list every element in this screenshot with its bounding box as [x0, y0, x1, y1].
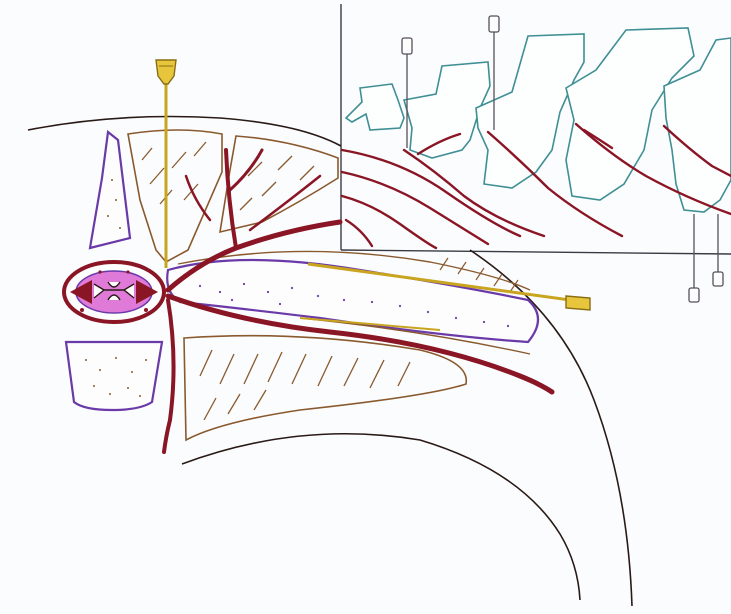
dot — [219, 291, 221, 293]
dot — [231, 299, 233, 301]
dot — [139, 395, 141, 397]
dot — [127, 387, 129, 389]
dot — [507, 325, 509, 327]
dot — [145, 359, 147, 361]
inset-needle-3-hub — [689, 288, 699, 302]
dot — [85, 359, 87, 361]
dot — [343, 299, 345, 301]
oblique-needle-hub — [566, 296, 590, 310]
dot — [115, 199, 117, 201]
inset-needle-4-hub — [713, 272, 723, 286]
dot — [131, 371, 133, 373]
spinal-cord-section — [64, 262, 164, 322]
epidural-vessel — [126, 270, 129, 273]
dot — [427, 311, 429, 313]
dot — [111, 179, 113, 181]
epidural-vessel — [98, 270, 101, 273]
dot — [199, 285, 201, 287]
dot — [115, 357, 117, 359]
epidural-vessel — [144, 308, 148, 312]
dot — [109, 393, 111, 395]
dot — [371, 301, 373, 303]
dot — [243, 283, 245, 285]
dot — [291, 287, 293, 289]
vertebral-body — [66, 342, 162, 410]
dot — [93, 385, 95, 387]
dot — [119, 227, 121, 229]
dot — [107, 215, 109, 217]
dot — [267, 291, 269, 293]
dot — [399, 305, 401, 307]
dot — [455, 317, 457, 319]
dot — [279, 303, 281, 305]
inset-needle-1-hub — [402, 38, 412, 54]
inset-needle-2-hub — [489, 16, 499, 32]
dot — [317, 295, 319, 297]
dot — [99, 369, 101, 371]
epidural-vessel — [80, 308, 84, 312]
dot — [483, 321, 485, 323]
